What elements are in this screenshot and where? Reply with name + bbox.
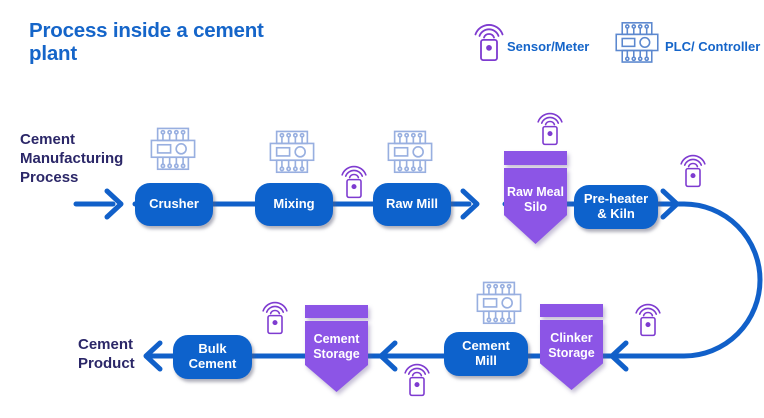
flow-line-curve-bottom [149, 201, 763, 359]
manufacturing-process-label: Cement Manufacturing Process [20, 131, 124, 186]
cement-product-label: Cement Product [78, 336, 135, 372]
process-step-preheater-kiln: Pre-heater & Kiln [574, 185, 658, 229]
sensor-meter-icon [536, 110, 564, 147]
sensor-meter-icon [679, 152, 707, 189]
plc-controller-icon [385, 130, 435, 178]
silo-top-band [540, 304, 603, 317]
plc-controller-icon [148, 127, 198, 175]
flow-arrowhead-left [378, 340, 398, 372]
process-step-label: Pre-heater & Kiln [583, 191, 649, 221]
flow-arrowhead-right [660, 188, 680, 220]
sensor-meter-icon [340, 163, 368, 200]
sensor-meter-icon [403, 361, 431, 398]
process-step-raw-mill: Raw Mill [373, 183, 451, 226]
process-step-label: Mixing [273, 196, 315, 212]
plc-controller-icon [267, 130, 317, 178]
storage-silo-raw-meal: Raw Meal Silo [504, 151, 567, 244]
process-step-label: Cement Mill [462, 338, 510, 368]
storage-silo-clinker: Clinker Storage [540, 304, 603, 390]
storage-silo-label: Clinker Storage [548, 331, 595, 360]
storage-silo-label: Cement Storage [313, 332, 360, 361]
storage-silo-label: Raw Meal Silo [507, 185, 564, 214]
flow-arrowhead-left [143, 340, 163, 372]
silo-body: Clinker Storage [540, 320, 603, 390]
flow-arrowhead-right [460, 188, 480, 220]
silo-top-band [504, 151, 567, 165]
process-step-label: Crusher [149, 196, 199, 212]
process-step-cement-mill: Cement Mill [444, 332, 528, 376]
flow-arrowhead-left [609, 340, 629, 372]
silo-body: Raw Meal Silo [504, 168, 567, 244]
sensor-meter-icon [261, 299, 289, 336]
legend-plc-label: PLC/ Controller [665, 39, 761, 54]
process-step-mixing: Mixing [255, 183, 333, 226]
silo-body: Cement Storage [305, 321, 368, 392]
flow-arrowhead-right [104, 188, 124, 220]
plc-controller-icon [613, 21, 661, 68]
process-step-crusher: Crusher [135, 183, 213, 226]
storage-silo-cement: Cement Storage [305, 305, 368, 392]
sensor-meter-icon [634, 301, 662, 338]
process-step-label: Raw Mill [385, 196, 438, 212]
process-step-label: Bulk Cement [188, 341, 237, 371]
plc-controller-icon [474, 281, 524, 329]
sensor-meter-icon [473, 21, 505, 63]
legend-sensor-label: Sensor/Meter [507, 39, 590, 54]
process-step-bulk-cement: Bulk Cement [173, 335, 252, 379]
page-title: Process inside a cement plant [29, 19, 264, 66]
silo-top-band [305, 305, 368, 318]
